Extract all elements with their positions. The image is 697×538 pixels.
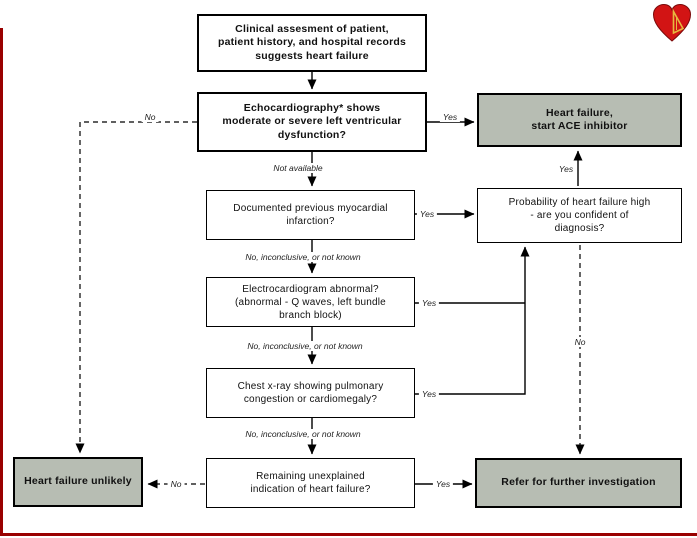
edge-label-no: No [167,479,185,489]
box-text-line: Refer for further investigation [501,476,656,489]
edge-label-no: No [571,337,589,347]
box-text-line: branch block) [279,309,342,321]
left-accent-line [0,28,3,536]
box-text-line: congestion or cardiomegaly? [243,394,378,405]
box-electrocardiogram: Electrocardiogram abnormal? (abnormal - … [206,277,415,327]
box-text-line: patient history, and hospital records [217,36,407,49]
box-text-line: Heart failure, [546,106,613,119]
edge-label-yes: Yes [418,389,440,399]
box-clinical-assessment: Clinical assesment of patient, patient h… [197,14,427,72]
box-refer-investigation: Refer for further investigation [475,458,682,508]
box-text-line: Documented previous myocardial [233,203,388,214]
box-text-line: Electrocardiogram abnormal? [242,283,379,295]
box-start-ace-inhibitor: Heart failure, start ACE inhibitor [477,93,682,147]
edge-label-inconclusive: No, inconclusive, or not known [242,252,364,262]
box-text-line: Probability of heart failure high [508,197,651,208]
box-text-line: Chest x-ray showing pulmonary [237,381,384,392]
edge-label-yes: Yes [439,112,461,122]
box-text-line: moderate or severe left ventricular [222,115,402,128]
edge-label-yes: Yes [418,298,440,308]
edge-label-not-available: Not available [270,163,326,173]
box-remaining-indication: Remaining unexplained indication of hear… [206,458,415,508]
box-text-line: diagnosis? [554,223,605,234]
heart-logo-icon [652,3,692,42]
edge-label-yes: Yes [555,164,577,174]
box-probability-high: Probability of heart failure high - are … [477,188,682,243]
box-text-line: (abnormal - Q waves, left bundle [235,296,386,308]
box-text-line: suggests heart failure [255,49,369,62]
box-text-line: start ACE inhibitor [531,120,628,132]
box-echocardiography: Echocardiography* shows moderate or seve… [197,92,427,152]
edge-label-inconclusive: No, inconclusive, or not known [244,341,366,351]
edge-label-yes: Yes [432,479,454,489]
box-heart-failure-unlikely: Heart failure unlikely [13,457,143,507]
box-text-line: Echocardiography* shows [243,101,381,114]
edge-label-yes: Yes [416,209,438,219]
box-text-line: dysfunction? [277,128,347,141]
box-text-line: indication of heart failure? [250,484,371,495]
bottom-accent-line [0,533,697,536]
edge-label-inconclusive: No, inconclusive, or not known [242,429,364,439]
arrow-echo-no-to-unlikely [75,121,197,454]
box-myocardial-infarction: Documented previous myocardial infarctio… [206,190,415,240]
box-text-line: infarction? [286,216,335,227]
box-text-line: - are you confident of [530,210,629,221]
box-chest-xray: Chest x-ray showing pulmonary congestion… [206,368,415,418]
box-text-line: Remaining unexplained [256,471,365,482]
edge-label-no: No [141,112,159,122]
box-text-line: Heart failure unlikely [24,475,132,488]
box-text-line: Clinical assesment of patient, [235,22,389,35]
arrow-xray-yes-to-probability [415,246,530,395]
